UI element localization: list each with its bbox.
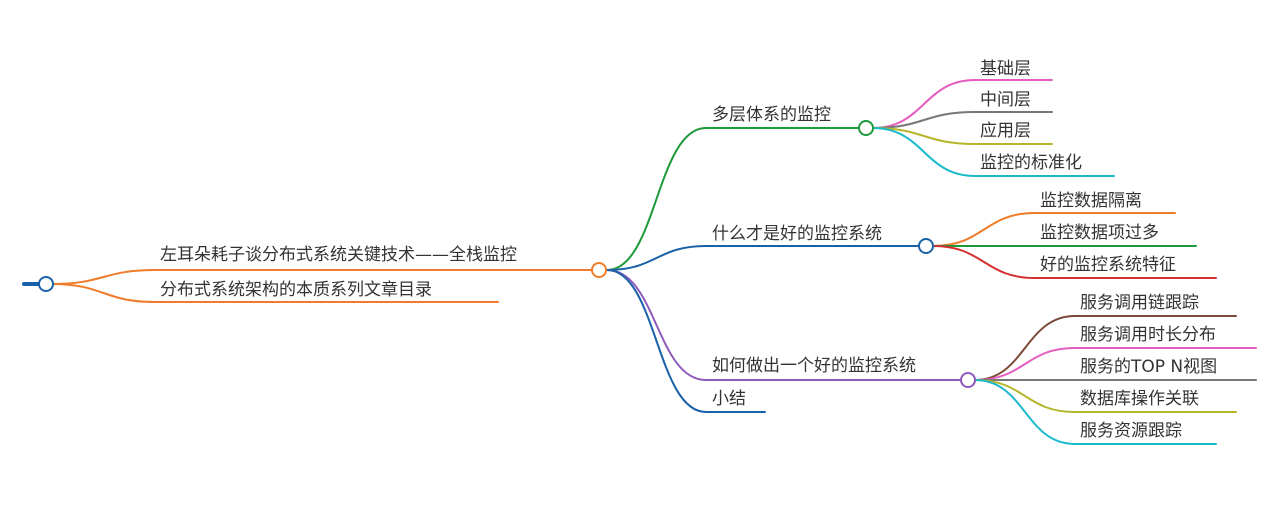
root-connector-main [51,269,156,285]
leaf-label-top-n-view[interactable]: 服务的TOP N视图 [1080,357,1218,377]
leaf-label-db-correlation[interactable]: 数据库操作关联 [1080,389,1199,409]
branch-node-1[interactable] [918,238,934,254]
leaf-label-call-duration[interactable]: 服务调用时长分布 [1080,325,1216,345]
root-connector-sibling [51,283,156,303]
leaf-label-too-many-items[interactable]: 监控数据项过多 [1040,223,1159,243]
leaf-connector-0-0 [872,79,976,129]
leaf-label-app-layer[interactable]: 应用层 [980,121,1031,141]
branch-label-how-to-build[interactable]: 如何做出一个好的监控系统 [712,356,916,376]
leaf-label-data-isolation[interactable]: 监控数据隔离 [1040,191,1142,211]
leaf-label-call-chain[interactable]: 服务调用链跟踪 [1080,293,1199,313]
branch-node-2[interactable] [960,372,976,388]
branch-label-good-system[interactable]: 什么才是好的监控系统 [712,224,882,244]
leaf-connector-1-0 [932,212,1036,247]
main-topic-node[interactable] [591,262,607,278]
leaf-connector-0-1 [872,111,976,129]
leaf-label-basic-layer[interactable]: 基础层 [980,59,1031,79]
branch-connector-0 [606,127,707,271]
branch-connector-1 [606,245,707,271]
root-title[interactable]: 左耳朵耗子谈分布式系统关键技术——全栈监控 [160,245,517,265]
branch-label-multi-layer[interactable]: 多层体系的监控 [712,105,831,125]
branch-connector-2 [606,269,707,381]
leaf-label-standardization[interactable]: 监控的标准化 [980,153,1082,173]
leaf-label-good-features[interactable]: 好的监控系统特征 [1040,255,1176,275]
leaf-connector-2-3 [974,379,1076,413]
leaf-connector-1-2 [932,245,1036,279]
branch-node-0[interactable] [858,120,874,136]
leaf-connector-2-0 [974,315,1076,381]
leaf-label-middle-layer[interactable]: 中间层 [980,90,1031,110]
root-sibling-title[interactable]: 分布式系统架构的本质系列文章目录 [160,280,432,300]
leaf-connector-2-1 [974,347,1076,381]
branch-label-summary[interactable]: 小结 [712,389,746,409]
leaf-connector-2-4 [974,379,1076,445]
root-node[interactable] [38,276,54,292]
leaf-label-resource-tracking[interactable]: 服务资源跟踪 [1080,421,1182,441]
leaf-connector-0-3 [872,127,976,177]
branch-connector-3 [606,269,707,413]
